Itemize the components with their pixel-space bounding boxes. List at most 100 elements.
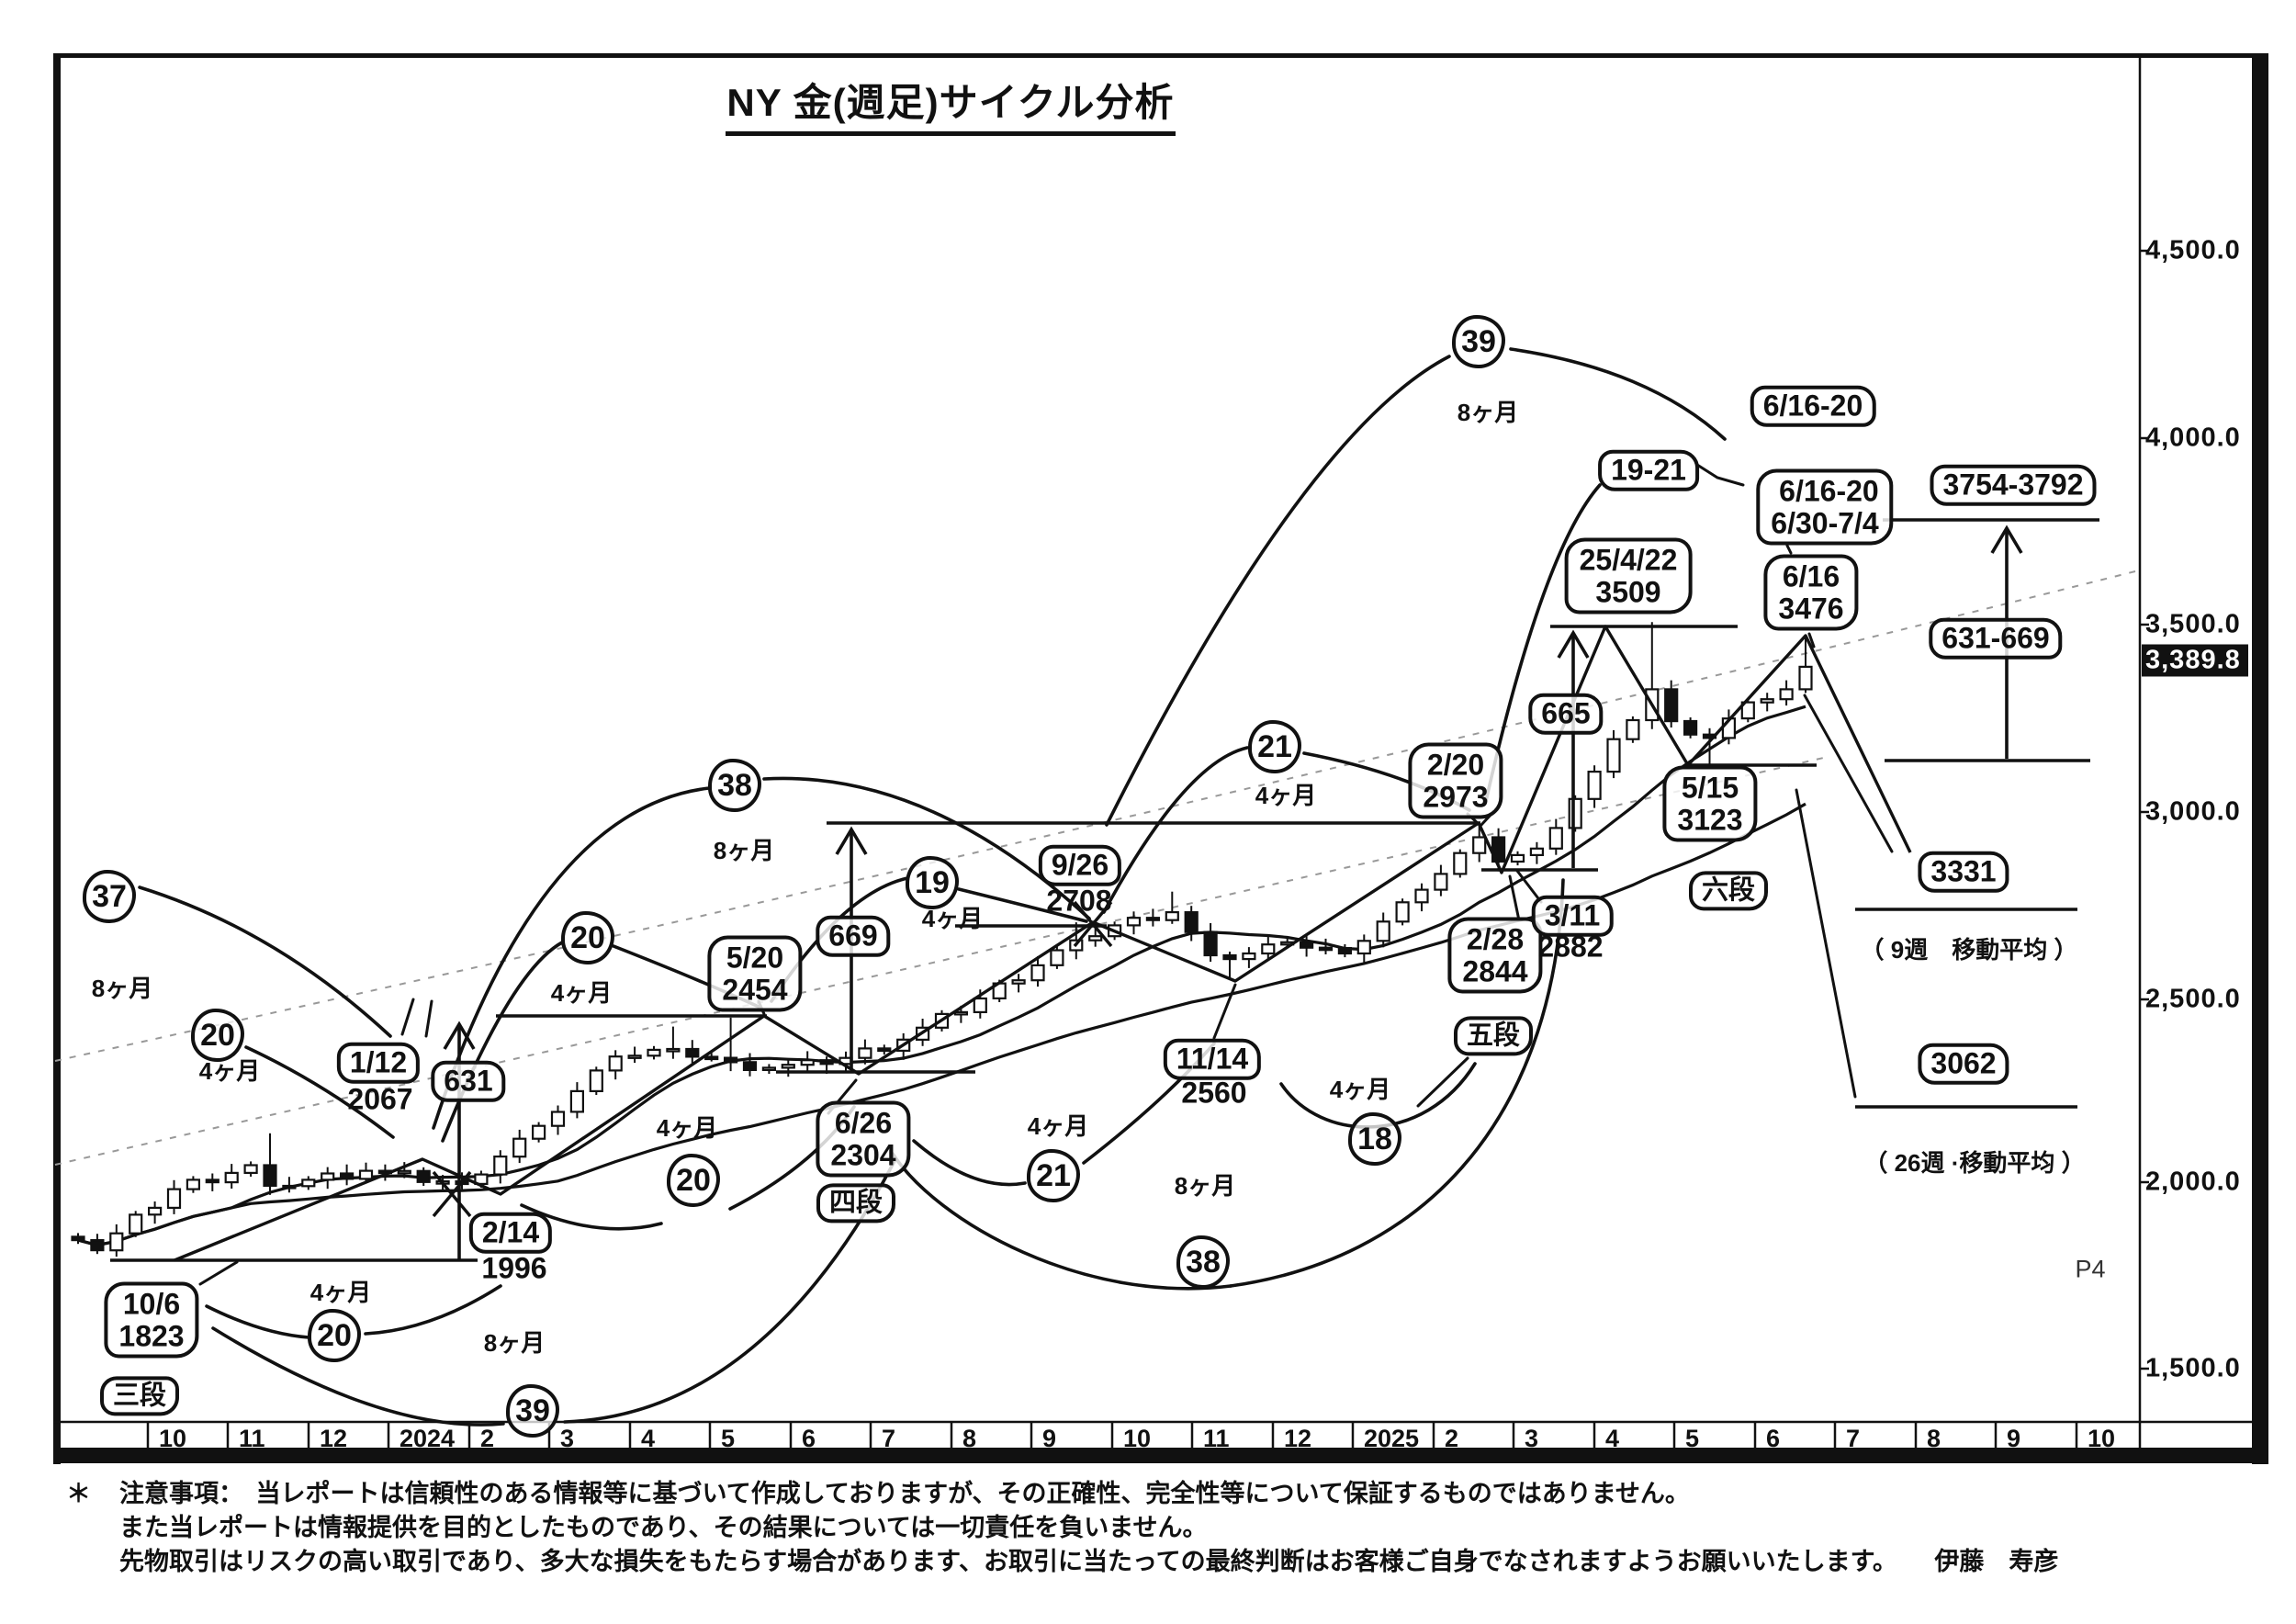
label-8m-left: 8ヶ月 <box>91 974 153 1002</box>
label-4m-19: 4ヶ月 <box>921 904 984 932</box>
cycle-19: 19 <box>906 856 959 909</box>
x-axis-tick-label: 9 <box>1042 1425 1057 1452</box>
y-axis-tick-label: 3,000.0 <box>2145 796 2241 827</box>
pivot-6-16: 6/16 3476 <box>1763 554 1859 631</box>
label-4m-bot1: 4ヶ月 <box>310 1278 372 1306</box>
x-axis-tick-label: 12 <box>1284 1425 1312 1452</box>
x-axis-tick-label: 11 <box>1203 1425 1230 1452</box>
window-6-16-20a: 6/16-20 <box>1750 385 1876 427</box>
stage-4: 四段 <box>816 1183 896 1224</box>
cycle-39-bot: 39 <box>506 1384 559 1438</box>
disclaimer-line-2: また当レポートは情報提供を目的としたものであり、その結果については一切責任を負い… <box>119 1514 1208 1541</box>
ma9-label: （ 9週 移動平均 ） <box>1860 935 2078 964</box>
cycle-20-top2: 20 <box>561 911 614 964</box>
ma9-value: 3331 <box>1918 851 2009 893</box>
chart-frame <box>53 53 2268 1464</box>
x-axis-tick-label: 6 <box>802 1425 816 1452</box>
pivot-11-14: 11/14 <box>1163 1038 1262 1080</box>
x-axis-tick-label: 3 <box>1525 1425 1539 1452</box>
price-1996: 1996 <box>481 1251 547 1285</box>
window-19-21: 19-21 <box>1598 449 1699 491</box>
cycle-21-bot: 21 <box>1027 1149 1080 1202</box>
x-axis-tick-label: 10 <box>1123 1425 1152 1452</box>
window-6-16-20b: 6/16-20 6/30-7/4 <box>1756 468 1894 546</box>
measure-631: 631 <box>431 1060 506 1102</box>
x-axis-tick-label: 10 <box>159 1425 187 1452</box>
y-axis-tick-label: 1,500.0 <box>2145 1353 2241 1383</box>
cycle-21-top: 21 <box>1248 720 1301 773</box>
page-number: P4 <box>2075 1255 2106 1283</box>
label-8m-bot1: 8ヶ月 <box>483 1328 546 1357</box>
x-axis-tick-label: 4 <box>641 1425 656 1452</box>
y-axis-tick-label: 4,000.0 <box>2145 423 2241 453</box>
disclaimer-line-1: ＊ 注意事項： 当レポートは信頼性のある情報等に基づいて作成しておりますが、その… <box>66 1477 2234 1511</box>
x-axis-tick-label: 10 <box>2088 1425 2116 1452</box>
measure-631-669: 631-669 <box>1929 617 2063 660</box>
pointer-strokes <box>198 463 1894 1286</box>
cycle-38-top: 38 <box>708 759 761 812</box>
label-8m-bot2: 8ヶ月 <box>1174 1171 1236 1200</box>
x-axis-tick-label: 7 <box>882 1425 896 1452</box>
x-axis-tick-label: 6 <box>1766 1425 1781 1452</box>
ma26-label: （ 26週 ·移動平均 ） <box>1863 1148 2086 1177</box>
label-4m-21t: 4ヶ月 <box>1255 781 1317 809</box>
disclaimer-line-3: 先物取引はリスクの高い取引であり、多大な損失をもたらす場合があります、お取引に当… <box>119 1548 2059 1575</box>
price-2882: 2882 <box>1537 930 1604 964</box>
disclaimer: ＊ 注意事項： 当レポートは信頼性のある情報等に基づいて作成しておりますが、その… <box>66 1477 2234 1579</box>
pivot-10-6: 10/6 1823 <box>104 1281 199 1359</box>
x-axis-tick-label: 12 <box>320 1425 348 1452</box>
cycle-18: 18 <box>1348 1112 1401 1166</box>
cycle-20-bot1: 20 <box>308 1309 361 1362</box>
label-4m-top1: 4ヶ月 <box>198 1056 261 1085</box>
cycle-38-bot: 38 <box>1176 1235 1230 1289</box>
x-axis-tick-label: 9 <box>2007 1425 2021 1452</box>
label-8m-top: 8ヶ月 <box>713 836 775 864</box>
pivot-6-26: 6/26 2304 <box>816 1100 911 1178</box>
label-4m-18: 4ヶ月 <box>1329 1075 1391 1103</box>
y-axis-tick-label: 2,000.0 <box>2145 1167 2241 1197</box>
measure-665: 665 <box>1528 693 1604 735</box>
x-axis-tick-label: 5 <box>721 1425 736 1452</box>
pivot-1-12: 1/12 <box>336 1042 421 1084</box>
x-axis-tick-label: 2024 <box>400 1425 456 1452</box>
stage-6: 六段 <box>1688 871 1769 911</box>
pivot-5-15: 5/15 3123 <box>1662 765 1758 842</box>
cycle-20-bot2: 20 <box>667 1154 720 1207</box>
y-axis-tick-label: 4,500.0 <box>2145 235 2241 265</box>
ma26-value: 3062 <box>1918 1043 2009 1085</box>
price-2067: 2067 <box>347 1082 413 1116</box>
target-3754-3792: 3754-3792 <box>1930 464 2097 506</box>
pivot-2-14: 2/14 <box>468 1212 553 1254</box>
price-2708: 2708 <box>1046 884 1112 918</box>
price-2560: 2560 <box>1181 1076 1247 1110</box>
x-axis-tick-label: 8 <box>962 1425 977 1452</box>
x-axis-tick-label: 11 <box>239 1425 265 1452</box>
cycle-37: 37 <box>83 870 136 923</box>
x-axis-tick-label: 4 <box>1605 1425 1620 1452</box>
ma-9-week-line <box>77 705 1806 1247</box>
price-level-lines <box>110 518 2099 1262</box>
cycle-39-top: 39 <box>1452 315 1505 368</box>
pivot-9-26: 9/26 <box>1038 844 1122 886</box>
label-4m-bot3: 4ヶ月 <box>1027 1111 1089 1140</box>
pivot-4-22: 25/4/22 3509 <box>1564 537 1693 615</box>
disclaimer-star: ＊ <box>66 1480 91 1507</box>
dashed-trend-channel <box>54 570 2136 1166</box>
label-4m-top2: 4ヶ月 <box>550 978 613 1007</box>
label-8m-39t: 8ヶ月 <box>1457 398 1519 426</box>
x-axis-tick-label: 2 <box>1445 1425 1459 1452</box>
x-axis-tick-label: 2 <box>480 1425 495 1452</box>
current-price-label: 3,389.8 <box>2142 644 2248 677</box>
stage-3: 三段 <box>99 1376 180 1416</box>
disclaimer-line-1-text: 注意事項： 当レポートは信頼性のある情報等に基づいて作成しておりますが、その正確… <box>119 1480 1690 1507</box>
x-axis-tick-label: 2025 <box>1364 1425 1420 1452</box>
measure-669: 669 <box>816 915 891 957</box>
pivot-3-11: 3/11 <box>1531 895 1614 937</box>
pivot-5-20: 5/20 2454 <box>707 935 803 1012</box>
pivot-2-28: 2/28 2844 <box>1447 917 1543 994</box>
cycle-20-top1: 20 <box>191 1009 244 1062</box>
pivot-2-20: 2/20 2973 <box>1408 742 1503 819</box>
y-axis-tick-label: 3,500.0 <box>2145 609 2241 639</box>
